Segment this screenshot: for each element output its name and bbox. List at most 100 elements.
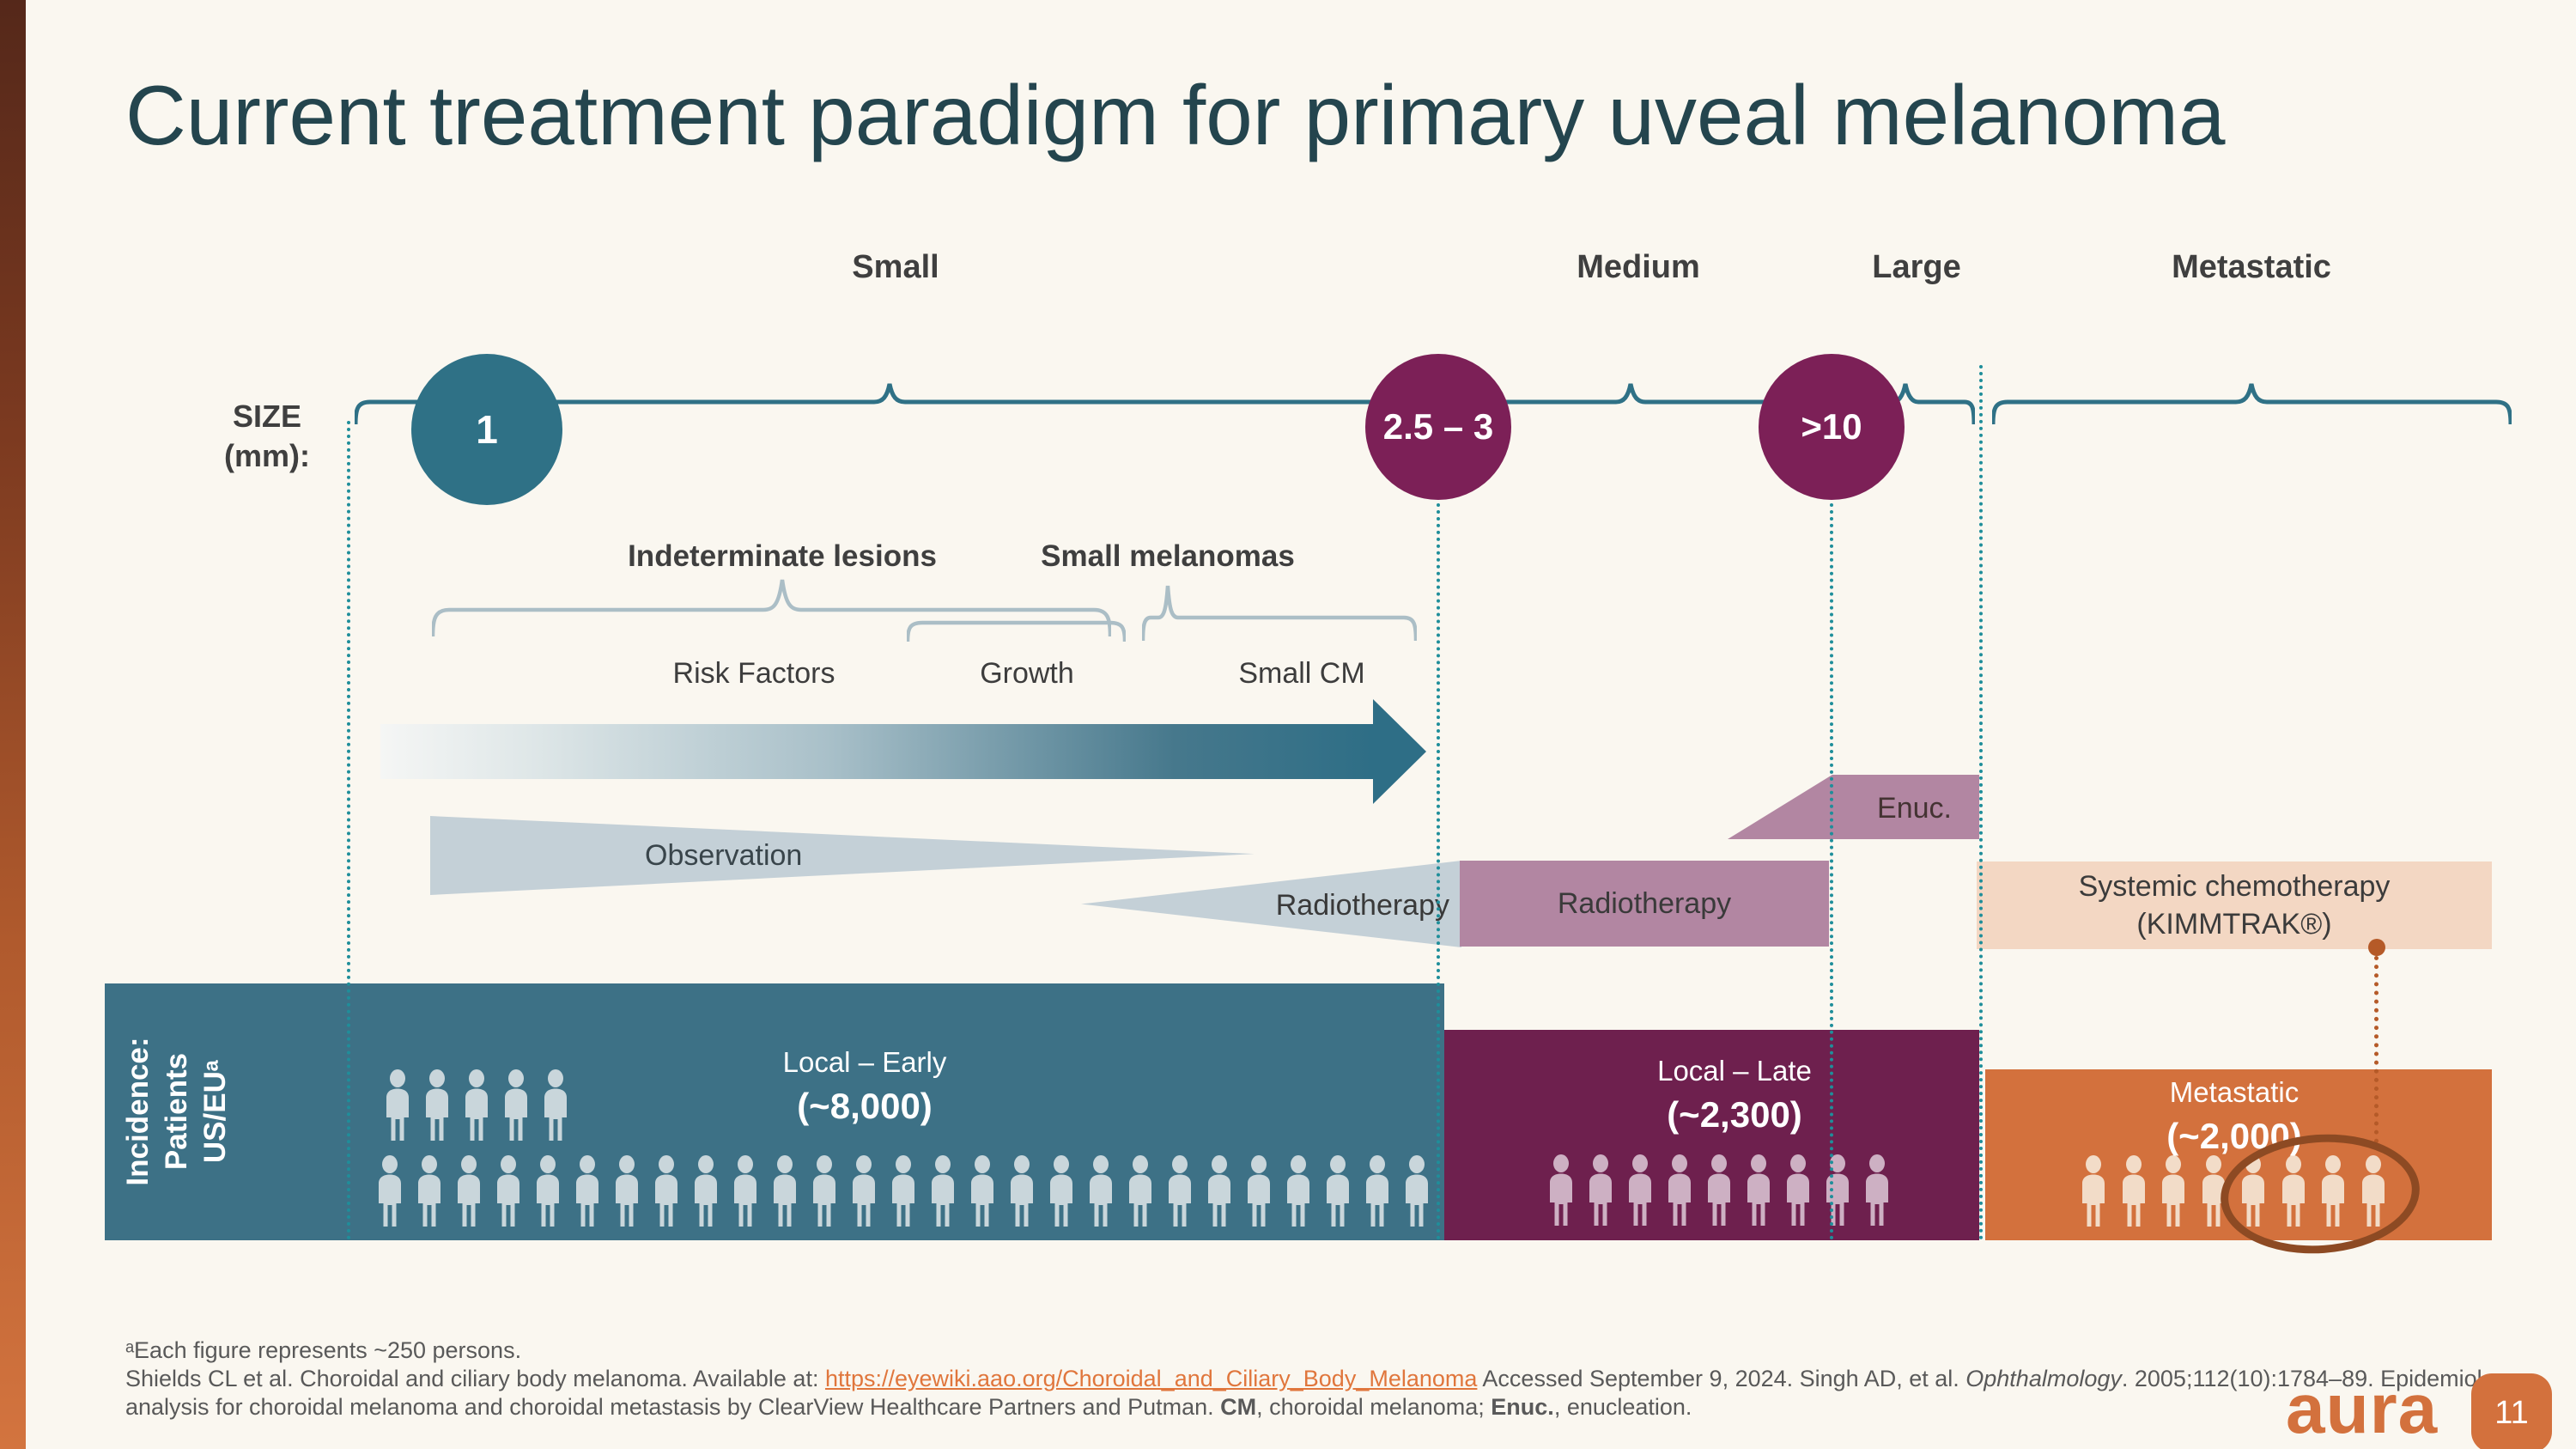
person-icon [1123, 1155, 1157, 1228]
footnote-line3: analysis for choroidal melanoma and chor… [125, 1393, 2519, 1422]
observation-label: Observation [645, 839, 803, 872]
enucleation-label: Enuc. [1877, 792, 1952, 825]
person-icon [926, 1155, 960, 1228]
footnote-cm-bold: CM [1220, 1394, 1257, 1420]
person-icon [420, 1069, 454, 1142]
person-icon [610, 1155, 644, 1228]
metastatic-label: Metastatic (~2,000) [2166, 1076, 2302, 1157]
person-icon [570, 1155, 605, 1228]
person-icon [807, 1155, 841, 1228]
footnote-line2: Shields CL et al. Choroidal and ciliary … [125, 1365, 2519, 1393]
stage-label-risk-factors: Risk Factors [672, 657, 835, 690]
metastatic-value: (~2,000) [2166, 1116, 2302, 1156]
category-label-small: Small [852, 249, 939, 285]
person-icon [689, 1155, 723, 1228]
radiotherapy-box-medium: Radiotherapy [1460, 861, 1829, 947]
size-marker-1-value: 1 [476, 407, 498, 452]
local-late-value: (~2,300) [1667, 1094, 1802, 1135]
footnote-line2-text3: . 2005;112(10):1784–89. Epidemiology [2121, 1366, 2520, 1391]
brace-indeterminate-lesions [432, 577, 1111, 637]
person-icon [1741, 1154, 1776, 1227]
aura-logo: aura [2286, 1370, 2439, 1448]
systemic-chemotherapy-line2: (KIMMTRAK®) [2136, 908, 2332, 941]
size-marker-2-5-3: 2.5 – 3 [1365, 354, 1511, 500]
progression-arrow-head [1373, 699, 1426, 804]
person-icon [1583, 1154, 1618, 1227]
kimmtrak-connector-dot [2368, 939, 2385, 956]
person-icon [1662, 1154, 1697, 1227]
person-icon [1623, 1154, 1657, 1227]
person-icon [2156, 1155, 2190, 1228]
local-late-label: Local – Late (~2,300) [1657, 1055, 1812, 1135]
systemic-chemotherapy-line1: Systemic chemotherapy [2078, 870, 2391, 903]
footnote-line2-text2: Accessed September 9, 2024. Singh AD, et… [1477, 1366, 1966, 1391]
kimmtrak-connector-line [2374, 956, 2379, 1143]
size-marker-gt10: >10 [1759, 354, 1905, 500]
footnote-journal-italic: Ophthalmology [1965, 1366, 2122, 1391]
person-icon [1005, 1155, 1039, 1228]
category-label-metastatic: Metastatic [2172, 249, 2331, 285]
person-icon [1202, 1155, 1236, 1228]
person-icon [1163, 1155, 1197, 1228]
local-early-value: (~8,000) [797, 1086, 933, 1126]
boundary-line-large-metastatic [1979, 365, 1983, 1240]
brace-small-melanomas [1142, 584, 1417, 642]
local-late-title: Local – Late [1657, 1055, 1812, 1087]
person-icon [1044, 1155, 1078, 1228]
local-early-row-1 [380, 1069, 573, 1142]
boundary-line-left [347, 421, 350, 1240]
person-icon [499, 1069, 533, 1142]
person-icon [768, 1155, 802, 1228]
local-late-row [1544, 1154, 1894, 1227]
progression-arrow [380, 724, 1374, 779]
small-melanomas-label: Small melanomas [1041, 539, 1295, 573]
person-icon [886, 1155, 920, 1228]
size-axis-label: SIZE (mm): [224, 397, 310, 476]
category-label-large: Large [1872, 249, 1961, 285]
footnote-link[interactable]: https://eyewiki.aao.org/Choroidal_and_Ci… [824, 1366, 1478, 1391]
person-icon [847, 1155, 881, 1228]
radiotherapy-medium-label: Radiotherapy [1557, 886, 1732, 920]
size-marker-2-5-3-value: 2.5 – 3 [1382, 406, 1494, 447]
bracket-metastatic [1992, 382, 2512, 425]
size-marker-gt10-value: >10 [1801, 406, 1862, 447]
footnote-line3-text2: , choroidal melanoma; [1256, 1394, 1492, 1420]
person-icon [538, 1069, 573, 1142]
local-early-row-2 [373, 1155, 1434, 1228]
page-number: 11 [2494, 1394, 2529, 1431]
person-icon [1321, 1155, 1355, 1228]
incidence-axis-line2: Patients [159, 1052, 193, 1171]
person-icon [452, 1155, 486, 1228]
person-icon [1860, 1154, 1894, 1227]
boundary-line-medium-large [1830, 503, 1833, 1240]
left-accent-bar [0, 0, 26, 1449]
footnote-line2-text: Shields CL et al. Choroidal and ciliary … [125, 1366, 825, 1391]
brace-growth [907, 617, 1126, 642]
metastatic-title: Metastatic [2169, 1076, 2300, 1108]
stage-label-growth: Growth [980, 657, 1074, 690]
radiotherapy-wedge-small: Radiotherapy [1081, 861, 1461, 947]
indeterminate-lesions-label: Indeterminate lesions [628, 539, 937, 573]
incidence-axis-label: Incidence: Patients US/EUᵃ [116, 974, 236, 1249]
observation-wedge: Observation [430, 816, 1255, 895]
size-axis-label-line1: SIZE [232, 399, 302, 434]
person-icon [1281, 1155, 1315, 1228]
person-icon [531, 1155, 565, 1228]
footnote-line3-text3: , enucleation. [1553, 1394, 1692, 1420]
person-icon [1702, 1154, 1736, 1227]
systemic-chemotherapy-box: Systemic chemotherapy (KIMMTRAK®) [1977, 861, 2492, 949]
category-label-medium: Medium [1577, 249, 1700, 285]
incidence-axis-line1: Incidence: [120, 1037, 155, 1186]
enucleation-shape: Enuc. [1728, 775, 1979, 839]
incidence-axis-line3: US/EUᵃ [197, 1059, 232, 1164]
person-icon [2117, 1155, 2151, 1228]
person-icon [1360, 1155, 1394, 1228]
boundary-line-small-medium [1437, 503, 1440, 1240]
person-icon [1820, 1154, 1855, 1227]
page-number-badge: 11 [2471, 1373, 2552, 1449]
size-marker-1: 1 [411, 354, 562, 505]
person-icon [728, 1155, 762, 1228]
person-icon [1400, 1155, 1434, 1228]
person-icon [412, 1155, 447, 1228]
